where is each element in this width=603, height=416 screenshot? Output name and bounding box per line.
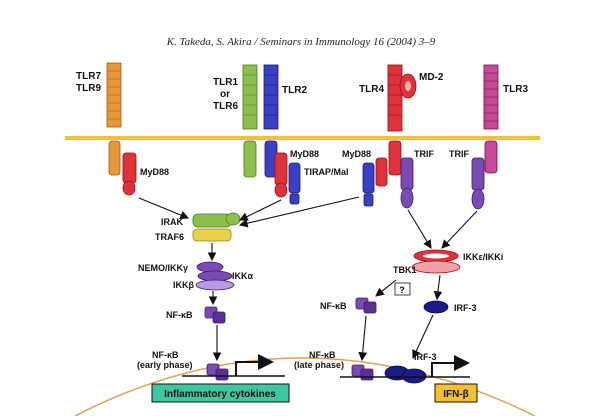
irf3-label: IRF-3 <box>454 303 477 313</box>
myd88-tlr4-label: MyD88 <box>342 149 371 159</box>
nfkb-left <box>204 306 226 324</box>
trif-tlr4 <box>400 157 414 209</box>
nemo-label: NEMO/IKKγ <box>138 263 188 273</box>
tlr7-label: TLR7 <box>76 71 101 82</box>
traf6-label: TRAF6 <box>155 232 184 242</box>
ikk-complex <box>195 261 235 291</box>
nfkb-left-label: NF-κB <box>166 310 193 320</box>
tlr6-label: TLR6 <box>213 101 238 112</box>
ifnb-box <box>434 383 478 403</box>
md2-label: MD-2 <box>419 72 444 83</box>
unknown-box <box>394 282 411 296</box>
transcription-start-right <box>431 355 470 377</box>
nfkb-late-label-1: NF-κB <box>309 350 336 360</box>
nfkb-early-complex <box>206 363 229 381</box>
arrow-trif3-tbk1 <box>441 210 478 249</box>
arrow-tbk1-irf3 <box>433 274 443 301</box>
nfkb-late-complex <box>351 364 374 381</box>
nfkb-right-label: NF-κB <box>320 301 347 311</box>
irak-label: IRAK <box>161 217 183 227</box>
nfkb-early-label-2: (early phase) <box>137 360 193 370</box>
irak-traf6-complex <box>192 212 241 242</box>
nfkb-early-label-1: NF-κB <box>152 350 179 360</box>
tbk1-ikke-complex <box>411 249 461 274</box>
inflammatory-cytokines-label: Inflammatory cytokines <box>164 389 276 400</box>
tirap-label: TIRAP/Mal <box>304 167 349 177</box>
arrow-irf3-nucleus <box>412 314 434 359</box>
trif-tlr3-label: TRIF <box>449 149 469 159</box>
myd88-left-label: MyD88 <box>140 167 169 177</box>
tlr1-label: TLR1 <box>213 77 238 88</box>
tlr2-receptor <box>263 64 279 178</box>
tbk1-label: TBK1 <box>393 265 417 275</box>
nfkb-late-label-2: (late phase) <box>294 360 344 370</box>
irf3-nucleus-label: IRF-3 <box>414 352 437 362</box>
citation-header: K. Takeda, S. Akira / Seminars in Immuno… <box>166 36 436 48</box>
tlr4-receptor <box>387 64 403 176</box>
tlr9-label: TLR9 <box>76 83 101 94</box>
ikkb-label: IKKβ <box>173 280 194 290</box>
arrow-trif-tbk1 <box>407 209 432 249</box>
myd88-tlr4 <box>362 157 388 207</box>
tlr4-label: TLR4 <box>359 84 384 95</box>
tlr3-label: TLR3 <box>503 84 528 95</box>
arrow-nfkb-nucleus-right <box>358 315 368 362</box>
arrows <box>138 196 478 362</box>
trif-tlr4-label: TRIF <box>414 149 434 159</box>
nfkb-right <box>355 297 377 314</box>
irf3-cytoplasm <box>423 300 449 314</box>
ikke-label: IKKε/IKKi <box>463 252 503 262</box>
ikka-label: IKKα <box>232 271 253 281</box>
myd88-left <box>122 152 137 196</box>
arrow-myd88-mid-irak <box>239 199 282 221</box>
inflammatory-cytokines-box <box>151 383 290 403</box>
arrow-myd88-tlr4-irak <box>238 196 360 228</box>
tlr1-receptor <box>242 64 258 178</box>
arrow-myd88-left-irak <box>138 197 190 220</box>
tlr3-receptor <box>483 64 499 174</box>
md2-protein <box>399 73 417 99</box>
myd88-mid-label: MyD88 <box>290 149 319 159</box>
plasma-membrane <box>65 136 540 140</box>
ifnb-label: IFN-β <box>443 389 469 400</box>
irf3-nucleus-complex <box>384 365 427 384</box>
trif-tlr3 <box>471 157 485 210</box>
tirap-mal <box>288 162 301 205</box>
tlr1-or-label: or <box>220 89 230 100</box>
tlr2-label: TLR2 <box>282 85 307 96</box>
arrow-tbk1-nfkb <box>375 279 397 297</box>
transcription-start-left <box>235 354 274 376</box>
myd88-mid <box>274 152 288 198</box>
unknown-label: ? <box>399 285 405 295</box>
tlr7-receptor <box>106 62 122 176</box>
